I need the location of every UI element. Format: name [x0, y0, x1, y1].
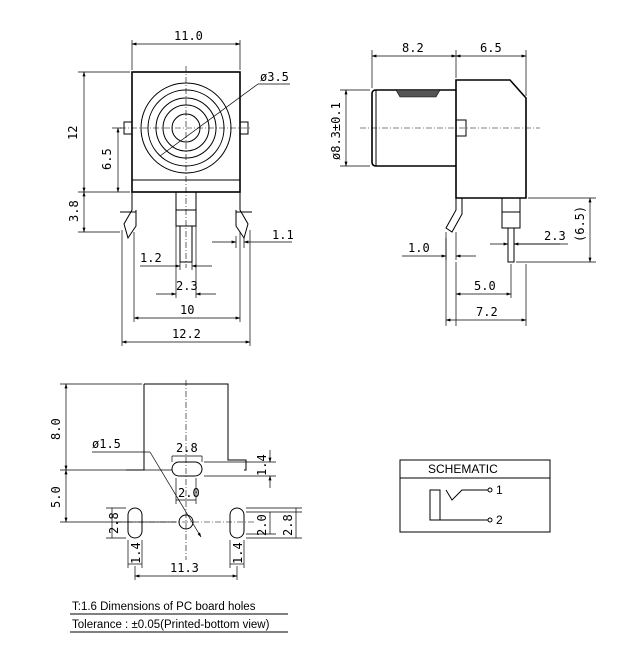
side-right-pin: [501, 197, 521, 229]
pcb-slot-width: 1.4: [255, 454, 269, 476]
side-pin-gap: 2.3: [544, 229, 566, 243]
side-pin-w: 1.0: [408, 241, 430, 255]
pcb-view: 8.0 5.0 ø1.5 2.8 1.4 2.0 2.8: [49, 380, 302, 580]
front-left-pin: [123, 192, 137, 240]
pcb-hole-dia: ø1.5: [92, 437, 121, 451]
pcb-pitch: 11.3: [170, 561, 199, 575]
pcb-height-a: 8.0: [49, 418, 63, 440]
front-width-top: 11.0: [174, 29, 203, 43]
pcb-center-hole: [178, 514, 194, 530]
front-center-pin: [175, 191, 197, 227]
schematic-jack-symbol: [429, 489, 441, 521]
front-overall-width: 12.2: [172, 327, 201, 341]
side-barrel-dia: ø8.3±0.1: [329, 102, 343, 160]
pcb-side-outer: 2.8: [281, 514, 295, 536]
side-len-b: 6.5: [480, 41, 502, 55]
front-hole-dia: ø3.5: [260, 70, 289, 84]
front-view: ø3.5 11.0 12 6.5 3.8 1.1: [66, 29, 294, 346]
side-ref-height: (6.5): [573, 206, 587, 242]
pcb-right-pad-width: 1.4: [231, 542, 245, 564]
side-view: 8.2 6.5 ø8.3±0.1 1.0 2.3 (6.5) 5.0: [329, 41, 596, 326]
pcb-top-slot: [171, 461, 203, 477]
front-height: 12: [66, 126, 80, 140]
schematic-pin2: 2: [496, 513, 503, 527]
front-pin-span: 2.3: [176, 279, 198, 293]
pcb-body-outline: [144, 383, 247, 471]
pcb-slot-inner: 2.0: [178, 486, 200, 500]
pcb-right-slot: [229, 507, 245, 539]
pcb-left-slot: [127, 507, 143, 539]
front-center-height: 6.5: [100, 148, 114, 170]
front-pin-pitch: 10: [180, 303, 194, 317]
side-span-a: 5.0: [474, 279, 496, 293]
side-body: [455, 79, 527, 199]
notes: T:1.6 Dimensions of PC board holes Toler…: [70, 601, 288, 633]
pcb-height-b: 5.0: [49, 486, 63, 508]
schematic-frame: [399, 459, 551, 533]
schematic-title: SCHEMATIC: [428, 462, 498, 476]
front-right-tab: [239, 121, 249, 135]
pcb-side-slot-len: 2.8: [107, 512, 121, 534]
side-span-b: 7.2: [476, 305, 498, 319]
schematic-box: SCHEMATIC 1 2: [399, 459, 551, 533]
pcb-pad-width: 1.4: [129, 542, 143, 564]
front-pin-thk: 1.1: [272, 228, 294, 242]
front-right-pin: [235, 192, 249, 240]
side-len-a: 8.2: [402, 41, 424, 55]
schematic-pin1: 1: [496, 483, 503, 497]
pcb-side-inner: 2.0: [255, 514, 269, 536]
front-pin-len: 3.8: [67, 200, 81, 222]
side-barrel-flat: [395, 89, 441, 98]
side-left-pin: [445, 198, 463, 233]
pcb-slot-len: 2.8: [176, 441, 198, 455]
note-line1: T:1.6 Dimensions of PC board holes: [72, 601, 256, 613]
note-line2: Tolerance : ±0.05(Printed-bottom view): [72, 619, 270, 631]
front-pin-w: 1.2: [140, 251, 162, 265]
